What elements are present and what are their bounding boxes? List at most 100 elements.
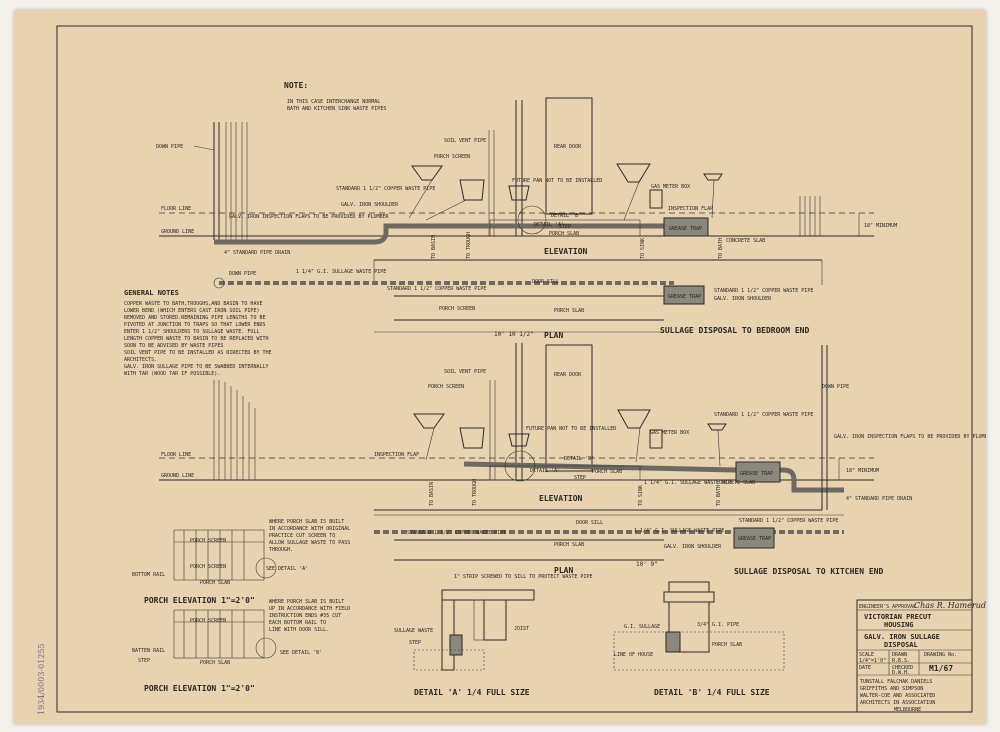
gas-meter-box-upper xyxy=(649,189,663,209)
dim-lower: 10' 9" xyxy=(636,561,658,568)
detail-b-title: DETAIL 'B' 1/4 FULL SIZE xyxy=(654,688,770,697)
batten-rail-label: BATTEN RAIL xyxy=(132,648,165,654)
strip-note: 1" STRIP SCREWED TO SILL TO PROTECT WAST… xyxy=(454,574,592,580)
label-porch-screen-upper: PORCH SCREEN xyxy=(434,154,470,160)
general-note-line: GALV. IRON SULLAGE PIPE TO BE SWABBED IN… xyxy=(124,364,269,370)
step-label-a: STEP xyxy=(409,640,421,646)
drawing-no-value: M1/67 xyxy=(929,664,953,673)
general-note-line: SOON TO BE ADVISED BY WASTE PIPES xyxy=(124,343,223,349)
architects-line: WALTER-COE AND ASSOCIATED xyxy=(860,693,935,699)
label-copper-waste-plan-lower: STANDARD 1 1/2" COPPER WASTE PIPE xyxy=(407,530,506,536)
general-note-line: WITH TAR (WOOD TAR IF POSSIBLE). xyxy=(124,371,220,377)
general-notes-title: GENERAL NOTES xyxy=(124,289,179,297)
date-label: DATE xyxy=(859,665,871,671)
detail-a-title: DETAIL 'A' 1/4 FULL SIZE xyxy=(414,688,530,697)
label-step-upper: STEP xyxy=(559,224,571,230)
porch-note1-line: THROUGH. xyxy=(269,547,293,553)
architects-line: GRIFFITHS AND SIMPSON xyxy=(860,686,923,692)
grease-trap-plan-upper xyxy=(663,285,705,305)
label-down-pipe-plan-upper: DOWN PIPE xyxy=(229,271,256,277)
grease-trap-plan-lower xyxy=(733,527,775,549)
general-note-line: LENGTH COPPER WASTE TO BASIN TO BE REPLA… xyxy=(124,336,269,342)
scale-value: 1/4"=1'0" xyxy=(859,658,886,664)
architects-line: MELBOURNE xyxy=(894,707,921,713)
porch-slab-label-1: PORCH SLAB xyxy=(200,580,230,586)
label-future-pan-upper: FUTURE PAN NOT TO BE INSTALLED xyxy=(512,178,602,184)
label-to-basin-lower: TO BASIN xyxy=(429,482,435,506)
label-concrete-slab-upper: CONCRETE SLAB xyxy=(726,238,765,244)
label-to-bath-lower: TO BATH xyxy=(716,485,722,506)
label-porch-screen-plan-upper: PORCH SCREEN xyxy=(439,306,475,312)
label-door-sill-lower: DOOR SILL xyxy=(576,520,603,526)
architects-line: ARCHITECTS IN ASSOCIATION xyxy=(860,700,935,706)
label-floor-line-lower: FLOOR LINE xyxy=(161,452,191,458)
label-grease-trap-plan-lower: GREASE TRAP xyxy=(738,536,771,542)
label-rear-door-upper: REAR DOOR xyxy=(554,144,582,150)
label-galv-shoulder-upper: GALV. IRON SHOULDER xyxy=(341,202,399,208)
label-detail-a-lower: DETAIL 'A' xyxy=(530,468,560,474)
label-galv-shoulder-plan-lower: GALV. IRON SHOULDER xyxy=(664,544,722,550)
scale-label: SCALE xyxy=(859,652,874,658)
line-of-house-label: LINE OF HOUSE xyxy=(614,652,653,658)
general-note-line: PIVOTED AT JUNCTION TO TRAPS SO THAT LOW… xyxy=(124,322,265,328)
approval-signature: Chas R. Hamerude xyxy=(914,601,986,610)
org-line-1: VICTORIAN PRECUT xyxy=(864,613,931,621)
gi-pipe-label: 3/4" G.I. PIPE xyxy=(697,622,739,628)
checked-value: D.W.H. xyxy=(892,670,910,676)
label-detail-b-lower: DETAIL 'B' xyxy=(564,456,594,462)
porch-elevation-title-2: PORCH ELEVATION 1"=2'0" xyxy=(144,684,255,693)
title-kitchen-end: SULLAGE DISPOSAL TO KITCHEN END xyxy=(734,567,883,576)
general-note-line: LOWER BEND (WHICH ENTERS CAST IRON SOIL … xyxy=(124,308,259,314)
sullage-waste-label-a: SULLAGE WASTE xyxy=(394,628,433,634)
porch-elevation-title-1: PORCH ELEVATION 1"=2'0" xyxy=(144,596,255,605)
drawn-label: DRAWN xyxy=(892,652,907,658)
porch-note1-line: PRACTICE CUT SCREEN TO xyxy=(269,533,335,539)
porch-slab-label-2: PORCH SLAB xyxy=(200,660,230,666)
label-copper-waste-lower: STANDARD 1 1/2" COPPER WASTE PIPE xyxy=(714,412,813,418)
label-copper-waste-plan-upper-2: STANDARD 1 1/2" COPPER WASTE PIPE xyxy=(714,288,813,294)
label-porch-slab-plan-upper: PORCH SLAB xyxy=(554,308,584,314)
label-copper-waste-plan-upper: STANDARD 1 1/2" COPPER WASTE PIPE xyxy=(387,286,486,292)
lower-elevation: SOIL VENT PIPE PORCH SCREEN REAR DOOR FL… xyxy=(159,343,986,510)
upper-elevation: DOWN PIPE FLOOR LINE GROUND LINE SOIL VE… xyxy=(156,97,897,256)
dim-upper: 10' 10 1/2" xyxy=(494,331,534,338)
drawn-value: R.B.S. xyxy=(892,658,910,664)
label-to-bath-upper: TO BATH xyxy=(718,238,724,259)
approval-label: ENGINEER'S APPROVAL xyxy=(859,604,916,610)
porch-screen-label-2: PORCH SCREEN xyxy=(190,618,226,624)
label-porch-slab-lower: PORCH SLAB xyxy=(592,469,622,475)
sink-fixture-upper xyxy=(616,163,651,183)
label-soil-vent-lower: SOIL VENT PIPE xyxy=(444,369,486,375)
plan-title-upper: PLAN xyxy=(544,331,563,340)
label-down-pipe-lower: DOWN PIPE xyxy=(822,384,849,390)
rear-door-lower xyxy=(545,344,593,472)
label-gas-meter-lower: GAS METER BOX xyxy=(650,430,689,436)
drawing-sheet: NOTE: IN THIS CASE INTERCHANGE NORMAL BA… xyxy=(14,10,986,724)
trough-fixture-upper xyxy=(459,179,485,201)
label-door-sill-upper: DOOR SILL xyxy=(532,279,559,285)
general-note-line: REMOVED AND STORED.REMAINING PIPE LENGTH… xyxy=(124,315,265,321)
porch-slab-label-b: PORCH SLAB xyxy=(712,642,742,648)
detail-a: 1" STRIP SCREWED TO SILL TO PROTECT WAST… xyxy=(394,574,592,697)
general-note-line: SOIL VENT PIPE TO BE INSTALLED AS DIRECT… xyxy=(124,350,272,356)
porch-note1-line: WHERE PORCH SLAB IS BUILT xyxy=(269,519,344,525)
subject-line-1: GALV. IRON SULLAGE xyxy=(864,633,940,641)
porch-note2-line: EACH BOTTOM RAIL TO xyxy=(269,620,326,626)
label-minimum-upper: 18" MINIMUM xyxy=(864,223,897,229)
label-to-sink-upper: TO SINK xyxy=(640,238,646,259)
general-note-line: ARCHITECTS. xyxy=(124,357,157,363)
label-grease-trap-upper: GREASE TRAP xyxy=(669,226,702,232)
grease-trap-lower xyxy=(735,461,781,483)
subject-line-2: DISPOSAL xyxy=(884,641,918,649)
label-copper-waste-plan-lower-2: STANDARD 1 1/2" COPPER WASTE PIPE xyxy=(739,518,838,524)
joist-label: JOIST xyxy=(514,626,529,632)
label-inspection-flap-upper: INSPECTION FLAP xyxy=(668,206,713,212)
label-to-basin-upper: TO BASIN xyxy=(431,235,437,259)
elevation-title-upper: ELEVATION xyxy=(544,247,588,256)
porch-screen-label-1b: PORCH SCREEN xyxy=(190,564,226,570)
detail-b: 3/4" G.I. PIPE G.I. SULLAGE PORCH SLAB L… xyxy=(613,581,785,697)
label-copper-waste-upper: STANDARD 1 1/2" COPPER WASTE PIPE xyxy=(336,186,435,192)
elevation-title-lower: ELEVATION xyxy=(539,494,583,503)
label-detail-b-upper: DETAIL 'B' xyxy=(551,213,581,219)
drawing-no-label: DRAWING No. xyxy=(924,652,957,658)
